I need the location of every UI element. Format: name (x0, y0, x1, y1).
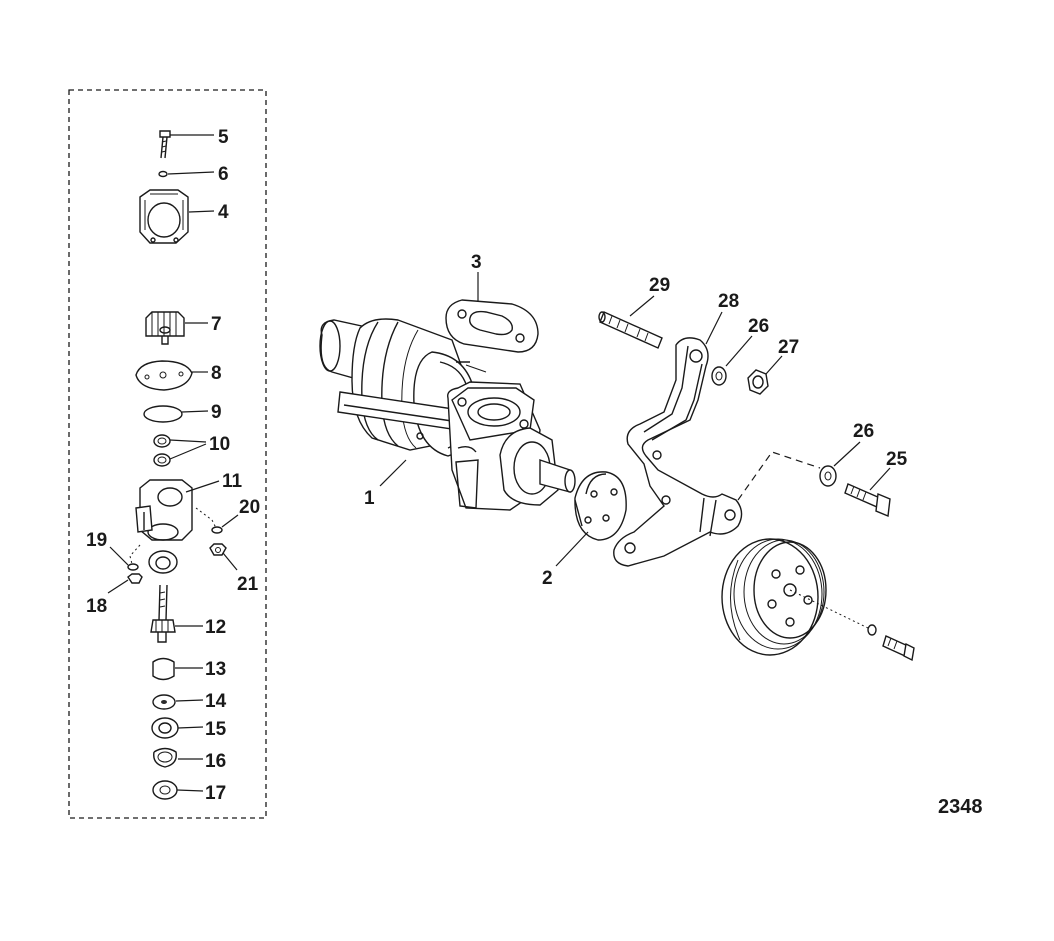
callout-10: 10 (209, 434, 230, 455)
leader-14 (175, 699, 204, 702)
leader-4 (188, 210, 215, 213)
part-29-stud (598, 311, 663, 349)
callout-26-lower: 26 (853, 421, 874, 442)
callout-15: 15 (205, 719, 227, 740)
leader-6 (167, 171, 215, 175)
leader-9 (181, 410, 209, 413)
leader-27 (765, 355, 783, 375)
part-7-impeller (145, 311, 185, 345)
callout-28: 28 (718, 291, 739, 312)
part-26-washer-lower (819, 465, 837, 487)
part-8-wear-plate (135, 360, 193, 391)
leader-19 (109, 546, 129, 566)
figure-id: 2348 (938, 796, 983, 818)
callout-20: 20 (239, 497, 260, 518)
leader-17 (176, 789, 204, 792)
leader-26b (833, 441, 861, 467)
callout-4: 4 (218, 202, 229, 223)
part-17-seal (152, 780, 178, 800)
callout-13: 13 (205, 659, 226, 680)
callout-8: 8 (211, 363, 222, 384)
callout-7: 7 (211, 314, 222, 335)
callout-25: 25 (886, 449, 908, 470)
callout-2: 2 (542, 568, 553, 589)
callout-14: 14 (205, 691, 227, 712)
part-14-washer (152, 694, 176, 710)
callout-19: 19 (86, 530, 107, 551)
part-18-nut (127, 573, 143, 584)
callout-18: 18 (86, 596, 107, 617)
leader-29 (629, 295, 655, 317)
part-11-housing (135, 479, 193, 541)
callout-21: 21 (237, 574, 259, 595)
part-19-washer (127, 563, 139, 571)
leader-10 (169, 439, 207, 460)
leader-dashed-20 (195, 507, 217, 529)
leader-dashed-19 (129, 544, 141, 565)
callout-27: 27 (778, 337, 799, 358)
detail-inset-frame (68, 89, 267, 819)
pulley (721, 538, 827, 656)
leader-26a (725, 335, 753, 367)
callout-3: 3 (471, 252, 482, 273)
callout-26-upper: 26 (748, 316, 769, 337)
part-25-bolt (844, 483, 891, 518)
part-20-washer (211, 526, 223, 534)
callout-16: 16 (205, 751, 226, 772)
leader-15 (177, 726, 204, 729)
leader-2 (555, 531, 589, 567)
part-16-snap-ring (153, 747, 177, 768)
part-21-nut (209, 543, 227, 556)
pulley-bolt (882, 635, 915, 662)
leader-11 (185, 480, 220, 493)
part-9-o-ring (143, 405, 183, 423)
part-5-screw (159, 130, 171, 159)
leader-1 (379, 459, 407, 487)
leader-18 (107, 579, 129, 594)
part-28-bracket (613, 337, 743, 567)
bearing (148, 550, 178, 574)
part-27-nut (747, 369, 769, 395)
callout-11: 11 (222, 471, 243, 492)
part-4-pump-cover (139, 189, 189, 244)
part-13-sleeve (152, 657, 175, 681)
alignment-line-bracket (737, 451, 821, 501)
part-12-shaft (150, 584, 176, 643)
part-1-sea-water-pump (319, 318, 576, 511)
pulley-washer (867, 624, 877, 636)
callout-12: 12 (205, 617, 226, 638)
leader-21 (222, 552, 238, 571)
part-6-washer (158, 170, 168, 178)
callout-6: 6 (218, 164, 229, 185)
leader-28 (705, 311, 723, 345)
leader-25 (869, 467, 891, 491)
part-3-gasket (445, 299, 539, 353)
callout-17: 17 (205, 783, 226, 804)
part-10-seals (153, 434, 171, 467)
part-26-washer-upper (711, 366, 727, 386)
callout-29: 29 (649, 275, 670, 296)
part-15-bearing (151, 717, 179, 739)
part-2-hub (574, 471, 627, 541)
callout-5: 5 (218, 127, 229, 148)
leader-20 (221, 514, 239, 528)
callout-9: 9 (211, 402, 222, 423)
callout-1: 1 (364, 488, 375, 509)
